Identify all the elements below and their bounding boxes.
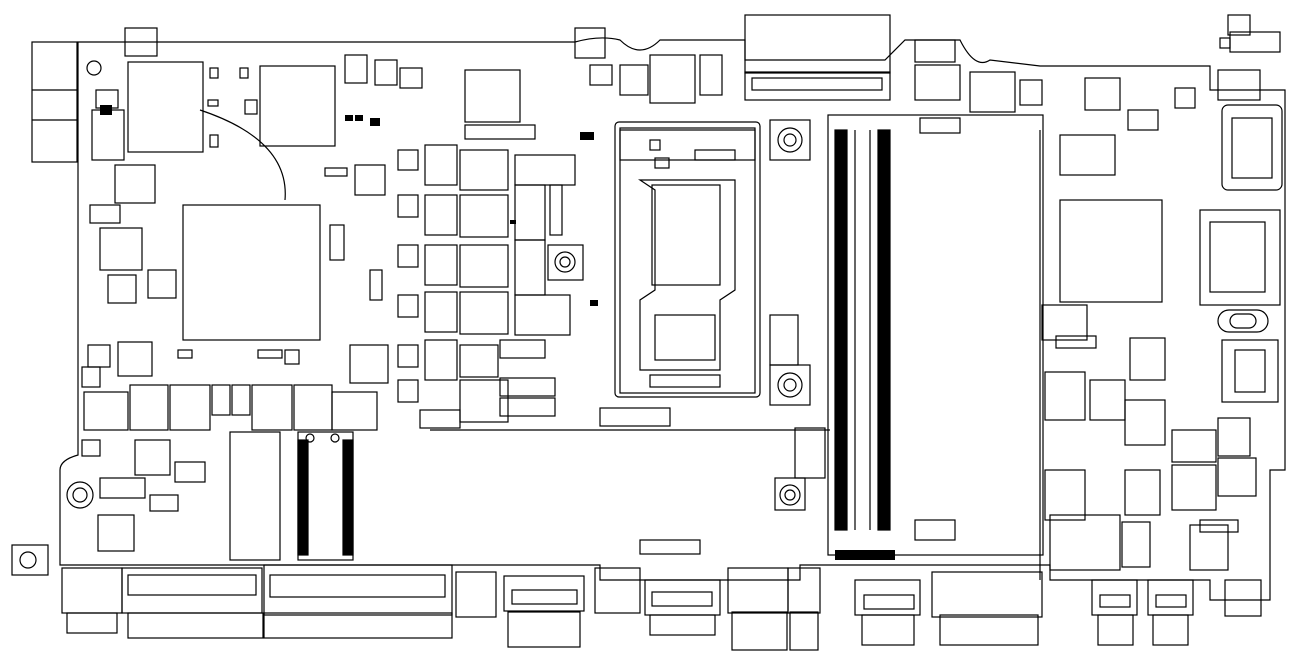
small-components xyxy=(100,105,895,560)
mounting-hole-3 xyxy=(555,252,575,272)
bottom-connectors xyxy=(62,565,1261,650)
mounting-hole-5 xyxy=(778,373,802,397)
cpu-package xyxy=(615,122,760,397)
so-dimm-slot xyxy=(828,115,1043,555)
cpu-die xyxy=(640,180,735,370)
ec-chip xyxy=(128,62,203,152)
hdmi-port xyxy=(1200,210,1280,305)
left-bracket xyxy=(32,42,77,162)
arc-trace xyxy=(200,110,285,200)
mounting-hole-4 xyxy=(778,128,802,152)
bga-chip xyxy=(465,70,520,122)
audio-jack xyxy=(1222,340,1278,402)
mounting-hole-1 xyxy=(87,61,101,75)
chipset xyxy=(1060,200,1162,302)
mounting-hole-2 xyxy=(67,482,93,508)
bios-chip xyxy=(260,66,335,146)
pch-chip xyxy=(183,205,320,340)
